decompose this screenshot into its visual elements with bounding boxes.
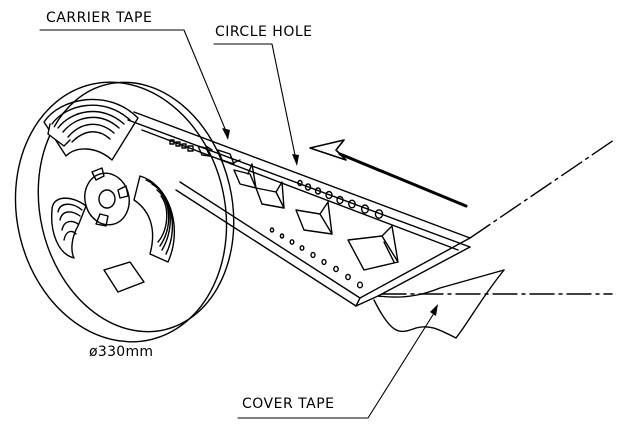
carrier-tape-bottom-edge-2 bbox=[176, 190, 356, 306]
hub-notch-right bbox=[118, 186, 128, 198]
carrier-tape-top-edge-2 bbox=[128, 120, 470, 247]
leader-arrowheads bbox=[222, 128, 438, 316]
circle-hole-label: CIRCLE HOLE bbox=[215, 24, 313, 40]
leader-circle-hole bbox=[214, 44, 296, 160]
carrier-tape-label: CARRIER TAPE bbox=[46, 10, 153, 26]
hub-notch-bottom bbox=[96, 214, 108, 226]
tape-sprocket-holes-top bbox=[298, 181, 383, 219]
carrier-tape-inner-edge bbox=[142, 130, 458, 250]
leader-lines bbox=[40, 30, 436, 418]
arrowhead-cover-tape bbox=[430, 304, 438, 316]
cover-tape-edge bbox=[378, 270, 504, 297]
reel-hub bbox=[80, 169, 135, 230]
tape-pockets bbox=[198, 146, 398, 270]
reel-window-right bbox=[134, 176, 174, 262]
reel-window-top bbox=[44, 99, 138, 160]
feed-direction-arrow bbox=[310, 140, 466, 206]
reel-window-left bbox=[52, 198, 86, 258]
reel-center-hole bbox=[99, 190, 115, 208]
tape-small-pockets bbox=[170, 140, 193, 151]
reel-diameter-label: ø330mm bbox=[89, 344, 154, 360]
carrier-tape-top-edge bbox=[134, 112, 470, 238]
center-line-upper bbox=[470, 140, 614, 238]
reel-back-rim bbox=[14, 63, 258, 352]
leader-carrier-tape bbox=[40, 30, 228, 136]
carrier-tape-bottom-edge bbox=[180, 182, 360, 298]
center-lines bbox=[382, 140, 614, 294]
reel-outer-rim bbox=[0, 61, 252, 363]
leader-cover-tape bbox=[238, 310, 436, 418]
carrier-tape-end bbox=[356, 238, 470, 306]
cover-tape-label: COVER TAPE bbox=[242, 396, 335, 412]
tape-sprocket-holes-bottom bbox=[270, 228, 362, 288]
reel-label-plate bbox=[104, 262, 144, 292]
arrowhead-circle-hole bbox=[292, 154, 299, 166]
tape bbox=[128, 112, 504, 338]
carrier-tape-end-2 bbox=[356, 247, 470, 306]
arrowhead-carrier-tape bbox=[222, 128, 230, 140]
hub-notch-top bbox=[92, 168, 104, 180]
cover-tape-curl bbox=[374, 270, 504, 338]
reel bbox=[0, 61, 258, 363]
